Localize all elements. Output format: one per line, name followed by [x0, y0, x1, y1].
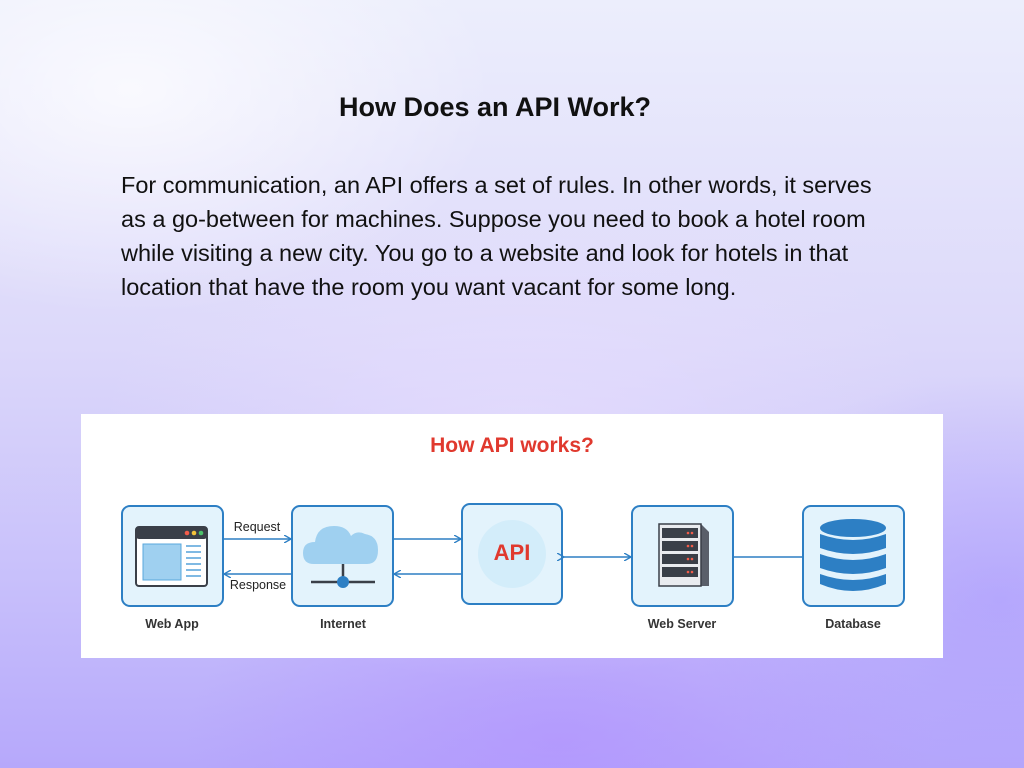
api-badge-icon: [478, 520, 546, 588]
slide-body-text: For communication, an API offers a set o…: [121, 172, 872, 300]
web-server-label: Web Server: [647, 617, 717, 631]
cloud-network-icon: [303, 526, 378, 588]
response-label: Response: [229, 578, 287, 592]
web-app-label: Web App: [145, 617, 199, 631]
internet-label: Internet: [320, 617, 366, 631]
api-text: API: [493, 540, 531, 565]
server-rack-icon: [658, 523, 709, 587]
slide-title: How Does an API Work?: [338, 92, 652, 122]
diagram-title: How API works?: [430, 434, 594, 457]
database-label: Database: [825, 617, 881, 631]
api-diagram: [81, 414, 943, 658]
request-label: Request: [233, 520, 281, 534]
database-cylinder-icon: [820, 519, 886, 591]
browser-window-icon: [135, 526, 208, 587]
